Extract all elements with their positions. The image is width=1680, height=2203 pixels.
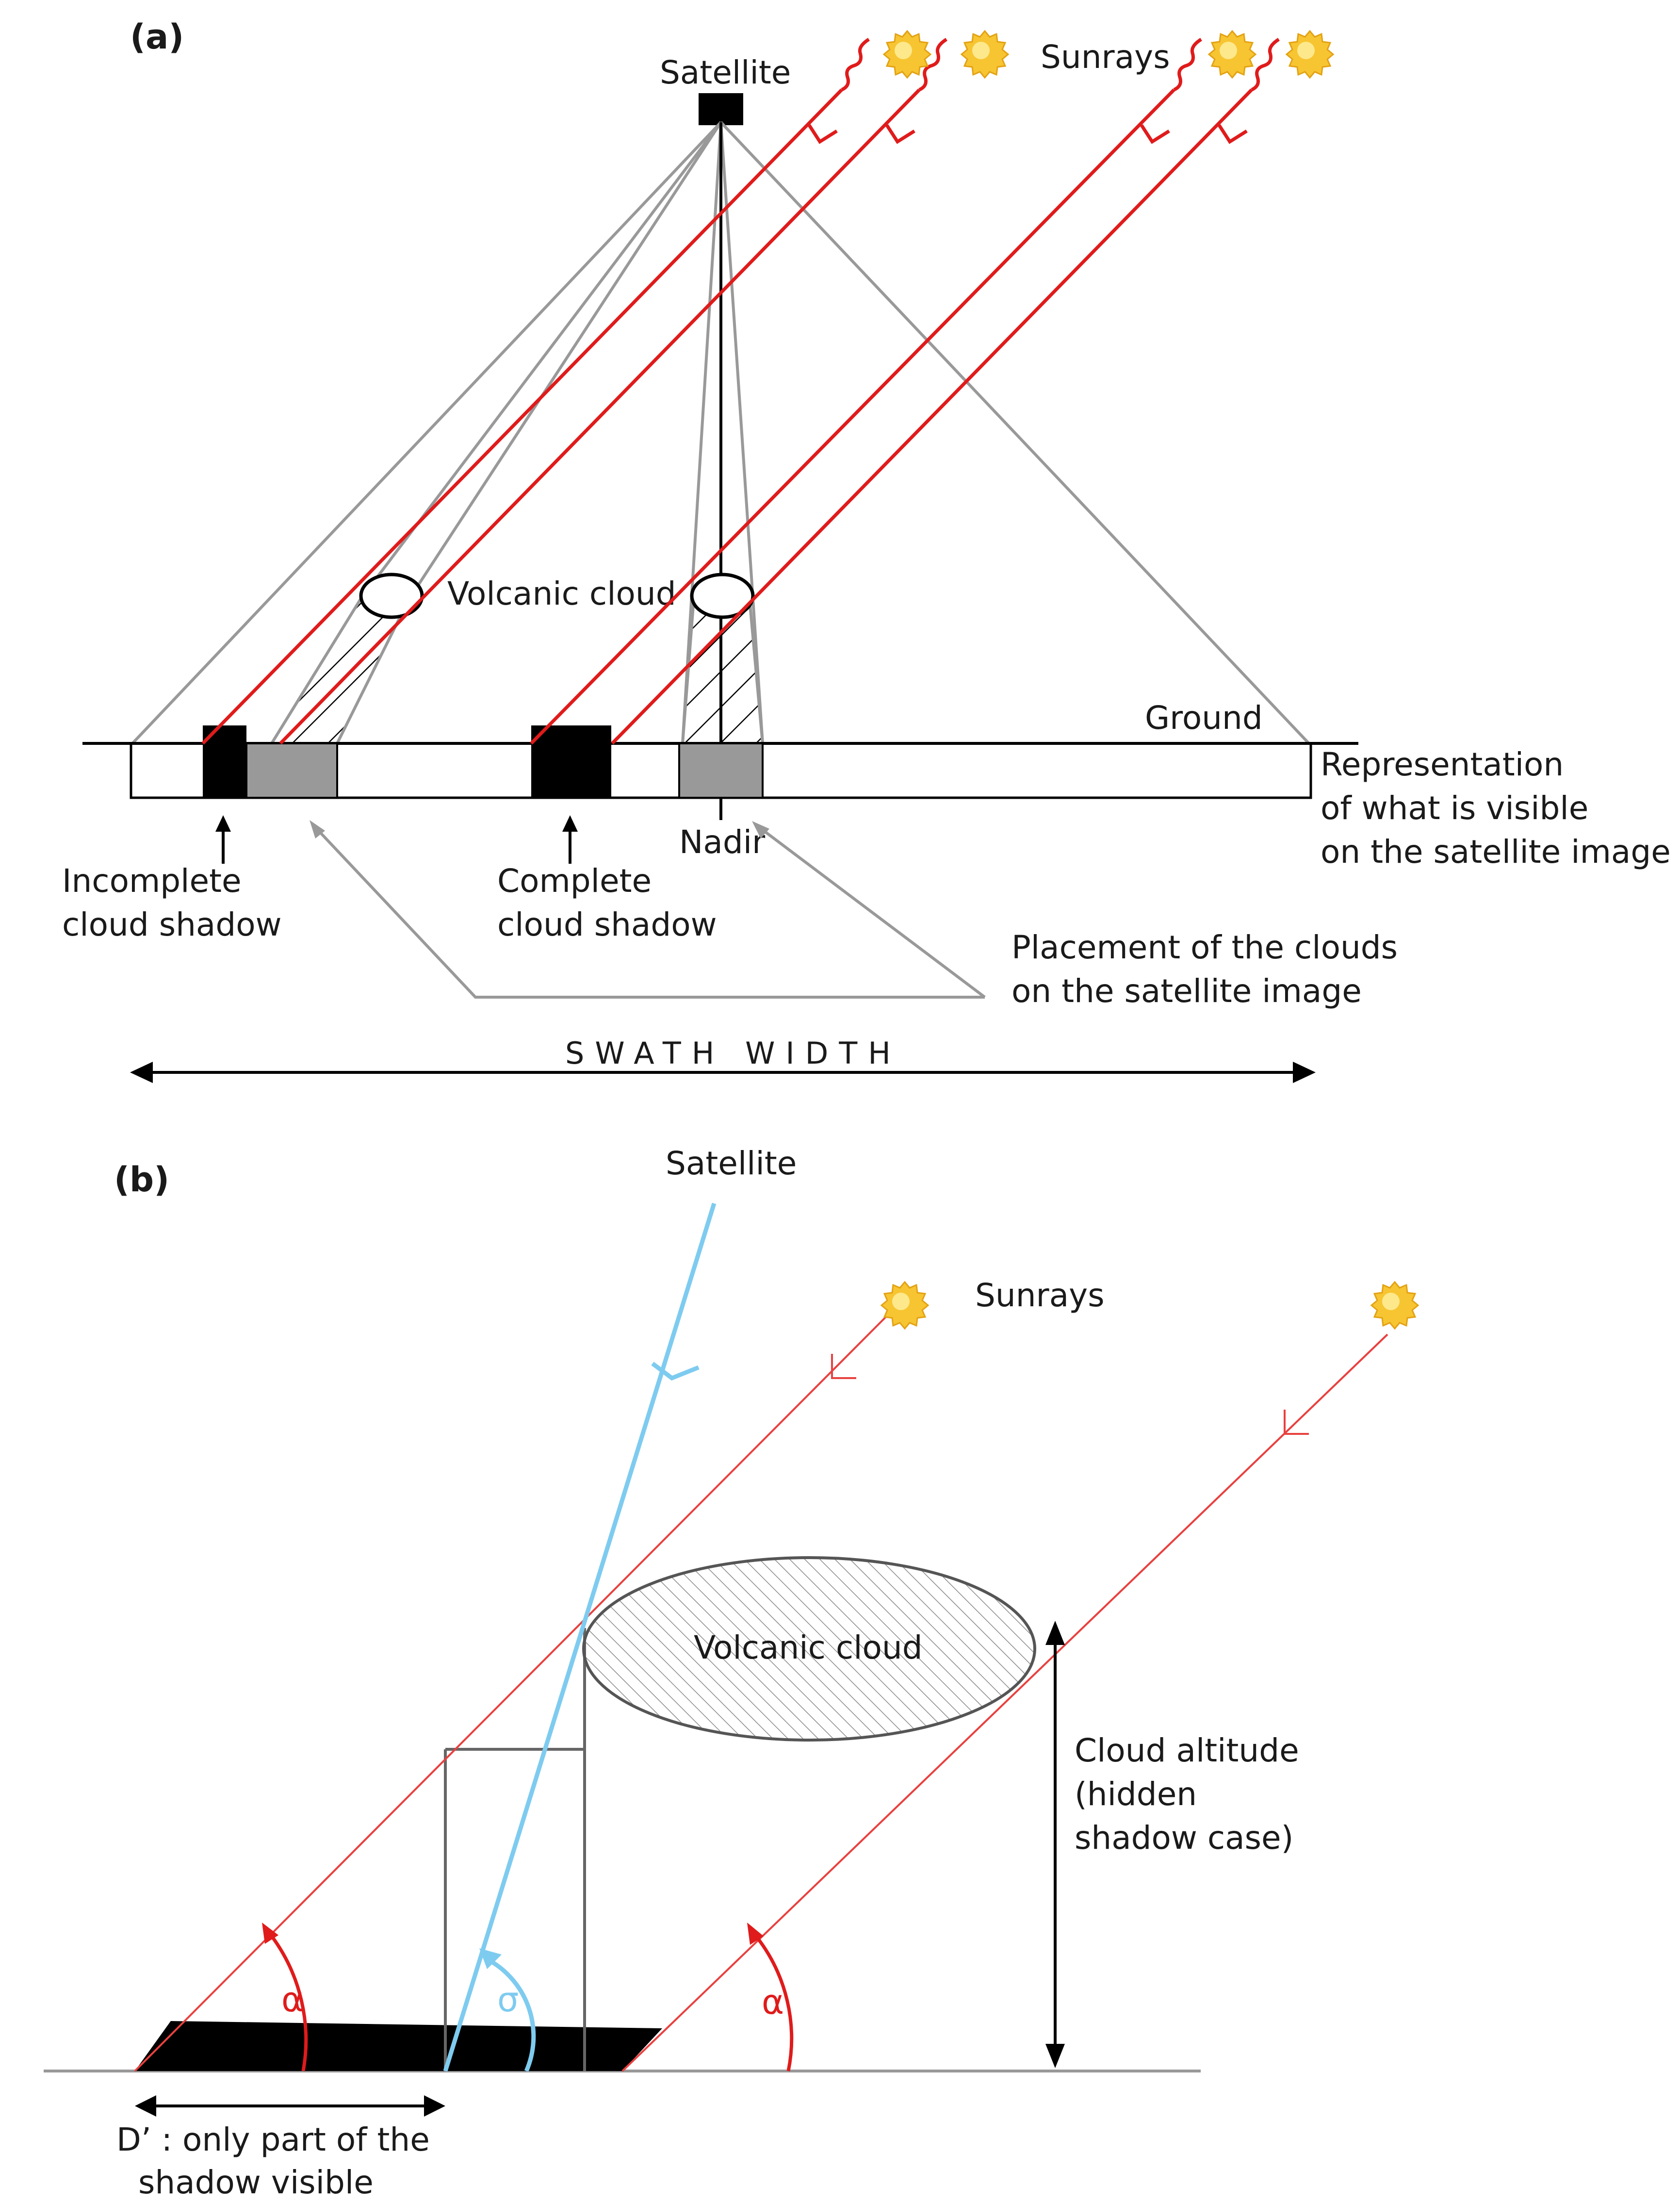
volcanic-cloud-left [359,573,424,619]
alpha-arc-right [747,1923,794,2071]
sun-icon [881,1281,929,1330]
cloud-image-left [245,742,338,799]
sunrays-label-a: Sunrays [1041,38,1170,76]
volcanic-cloud-label-a: Volcanic cloud [447,575,676,612]
satellite-view-line [443,1202,717,2072]
swath-width-label: SWATH WIDTH [565,1036,901,1071]
cloud-image-nadir [678,742,764,799]
sigma-label: σ [497,1980,519,2020]
alpha-label-left: α [281,1980,304,2020]
representation-line-1: Representation [1321,746,1564,783]
sigma-arc [479,1948,536,2072]
d-prime-arrow [135,2095,445,2117]
d-prime-line-2: shadow visible [138,2164,374,2201]
sunrays-label-b: Sunrays [975,1277,1105,1314]
ground-label: Ground [1145,699,1263,737]
sun-icon [961,30,1009,79]
satellite-icon [699,93,743,125]
projection-lines [444,1628,586,2071]
placement-line-2: on the satellite image [1011,972,1362,1010]
complete-shadow-line-2: cloud shadow [497,906,717,943]
incomplete-shadow-line-2: cloud shadow [62,906,282,943]
panel-b-label: (b) [114,1160,169,1200]
cloud-altitude-line-2: (hidden [1075,1776,1197,1813]
swath-arrow [130,1062,1316,1083]
alpha-label-right: α [762,1982,784,2022]
cloud-altitude-arrow [1045,1621,1065,2068]
sun-icon [1370,1281,1419,1330]
d-prime-line-1: D’ : only part of the [116,2121,430,2158]
representation-line-3: on the satellite image [1321,833,1671,871]
placement-arrows [310,820,986,999]
nadir-label: Nadir [679,823,766,861]
volcanic-cloud-label-b: Volcanic cloud [694,1629,923,1666]
satellite-label-a: Satellite [660,54,791,91]
incomplete-shadow-line-1: Incomplete [62,862,242,900]
sun-icon [1286,30,1334,79]
satellite-label-b: Satellite [666,1145,797,1182]
shadow-region [135,2021,662,2071]
arrow-icon [215,815,578,864]
representation-line-2: of what is visible [1321,789,1588,827]
hatched-wedge-left [269,598,411,745]
sun-icon [1208,30,1256,79]
panel-a-label: (a) [130,17,184,57]
complete-shadow [531,725,611,798]
hatched-wedge-nadir [681,598,765,745]
cloud-altitude-line-3: shadow case) [1075,1819,1293,1857]
volcanic-cloud-b [582,1556,1036,1742]
volcanic-cloud-nadir [690,573,755,619]
sunrays-b [134,1312,1388,2072]
cloud-altitude-line-1: Cloud altitude [1075,1732,1299,1769]
complete-shadow-line-1: Complete [497,862,652,900]
view-lines-a [131,121,1310,745]
alpha-arc-left [262,1923,308,2071]
sunrays-a [201,38,1280,745]
placement-line-1: Placement of the clouds [1011,929,1398,966]
